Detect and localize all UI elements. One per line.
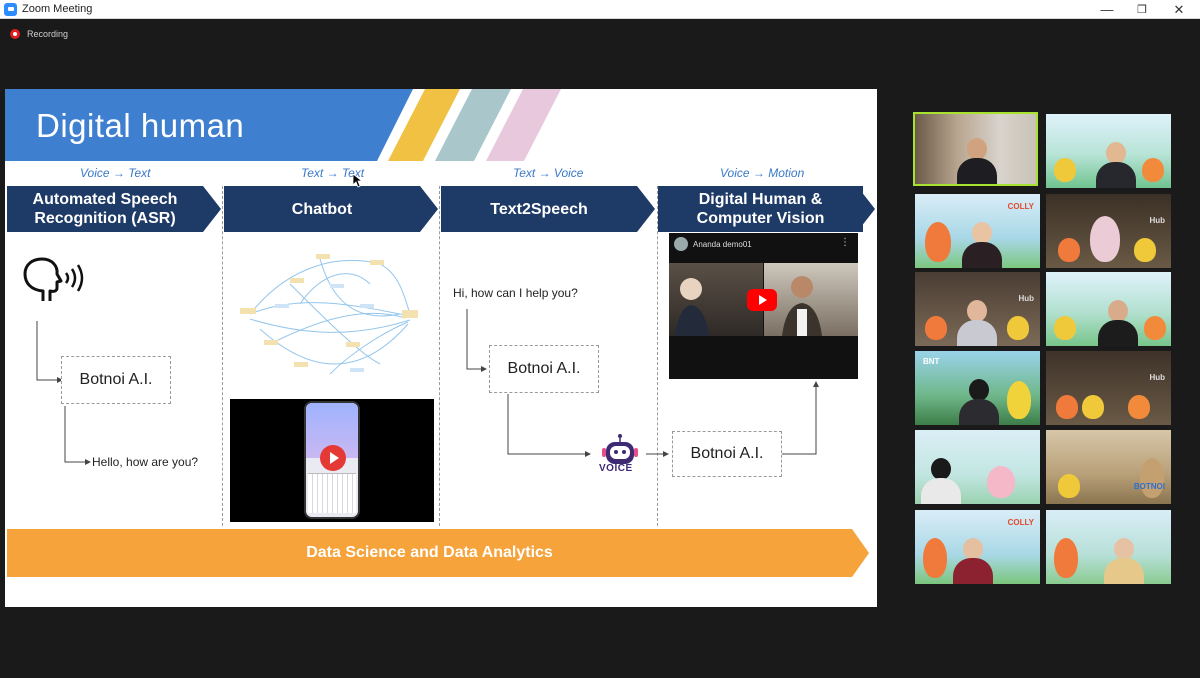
header-yellow-stripe <box>388 89 460 161</box>
play-icon[interactable] <box>320 445 346 471</box>
tts-botnoi-box: Botnoi A.I. <box>489 345 599 393</box>
shared-screen-slide: Digital human Voice → Text Text → Text T… <box>5 89 877 607</box>
channel-avatar <box>674 237 688 251</box>
header-teal-stripe <box>435 89 511 161</box>
participant-tile[interactable] <box>1046 510 1171 584</box>
voice-icon-label: VOICE <box>599 463 633 474</box>
record-icon <box>10 29 20 39</box>
stage-chatbot: Chatbot <box>224 186 420 232</box>
stage-tts: Text2Speech <box>441 186 637 232</box>
header-blue-banner <box>5 89 413 161</box>
phone-mockup <box>304 401 360 519</box>
recording-indicator[interactable]: Recording <box>10 29 68 39</box>
participant-tile[interactable]: COLLY <box>915 510 1040 584</box>
stage-dh-line1: Digital Human & <box>698 191 823 208</box>
participant-tile[interactable]: Hub <box>1046 351 1171 425</box>
speaking-head-icon <box>23 257 84 301</box>
participant-tile[interactable] <box>1046 272 1171 346</box>
stage-caption-tts: Text → Voice <box>513 166 584 180</box>
stage-caption-asr: Voice → Text <box>80 166 151 180</box>
participant-tile[interactable]: Hub <box>915 272 1040 346</box>
chatbot-flow-diagram <box>240 254 418 375</box>
participant-tile[interactable] <box>915 430 1040 504</box>
stage-caption-dh: Voice → Motion <box>720 166 805 180</box>
youtube-play-icon[interactable] <box>747 289 777 311</box>
stage-asr-line1: Automated Speech <box>32 191 178 208</box>
video-title: Ananda demo01 <box>693 239 752 249</box>
stage-dh: Digital Human & Computer Vision <box>658 186 863 232</box>
stage-chatbot-label: Chatbot <box>291 200 353 218</box>
participant-tile[interactable]: Hub <box>1046 194 1171 268</box>
asr-reply-text: Hello, how are you? <box>92 455 199 469</box>
stage-caption-chatbot: Text → Text <box>301 166 365 180</box>
slide-title: Digital human <box>36 107 245 144</box>
asr-connector-lines <box>36 309 819 465</box>
recording-label: Recording <box>27 29 69 39</box>
maximize-button[interactable]: ❐ <box>1137 4 1147 16</box>
participant-tile-active-speaker[interactable] <box>913 112 1038 186</box>
close-button[interactable]: ✕ <box>1173 1 1185 17</box>
stage-asr-line2: Recognition (ASR) <box>34 210 176 227</box>
participant-tile[interactable]: BNT <box>915 351 1040 425</box>
minimize-button[interactable]: — <box>1100 2 1114 17</box>
video-title-bar: Ananda demo01 <box>669 233 858 255</box>
chatbot-demo-video[interactable] <box>230 399 434 522</box>
dh-botnoi-box: Botnoi A.I. <box>672 431 782 477</box>
stage-tts-label: Text2Speech <box>490 200 588 218</box>
participant-tile[interactable]: BOTNOI <box>1046 430 1171 504</box>
asr-botnoi-box: Botnoi A.I. <box>61 356 171 404</box>
stage-dh-line2: Computer Vision <box>696 210 825 227</box>
phone-keyboard <box>308 473 356 513</box>
participant-tile[interactable] <box>1046 114 1171 188</box>
stage-separator <box>439 186 440 526</box>
tts-prompt-text: Hi, how can I help you? <box>453 286 578 300</box>
data-science-label: Data Science and Data Analytics <box>306 544 553 561</box>
stage-separator <box>222 186 223 526</box>
data-science-banner: Data Science and Data Analytics <box>7 529 869 577</box>
window-title-bar: Zoom Meeting — ❐ ✕ <box>0 0 1200 19</box>
slide-header-banner <box>5 89 561 161</box>
voice-robot-icon <box>602 434 638 464</box>
video-frame-right <box>764 263 858 336</box>
header-pink-stripe <box>486 89 561 161</box>
more-options-icon[interactable]: ⋮ <box>840 237 850 248</box>
mouse-cursor-icon <box>353 174 363 188</box>
window-title: Zoom Meeting <box>22 3 93 15</box>
zoom-app-icon <box>4 2 17 16</box>
stage-separator <box>657 186 658 526</box>
participant-tile[interactable]: COLLY <box>915 194 1040 268</box>
digital-human-video[interactable]: Ananda demo01 ⋮ <box>669 233 858 379</box>
